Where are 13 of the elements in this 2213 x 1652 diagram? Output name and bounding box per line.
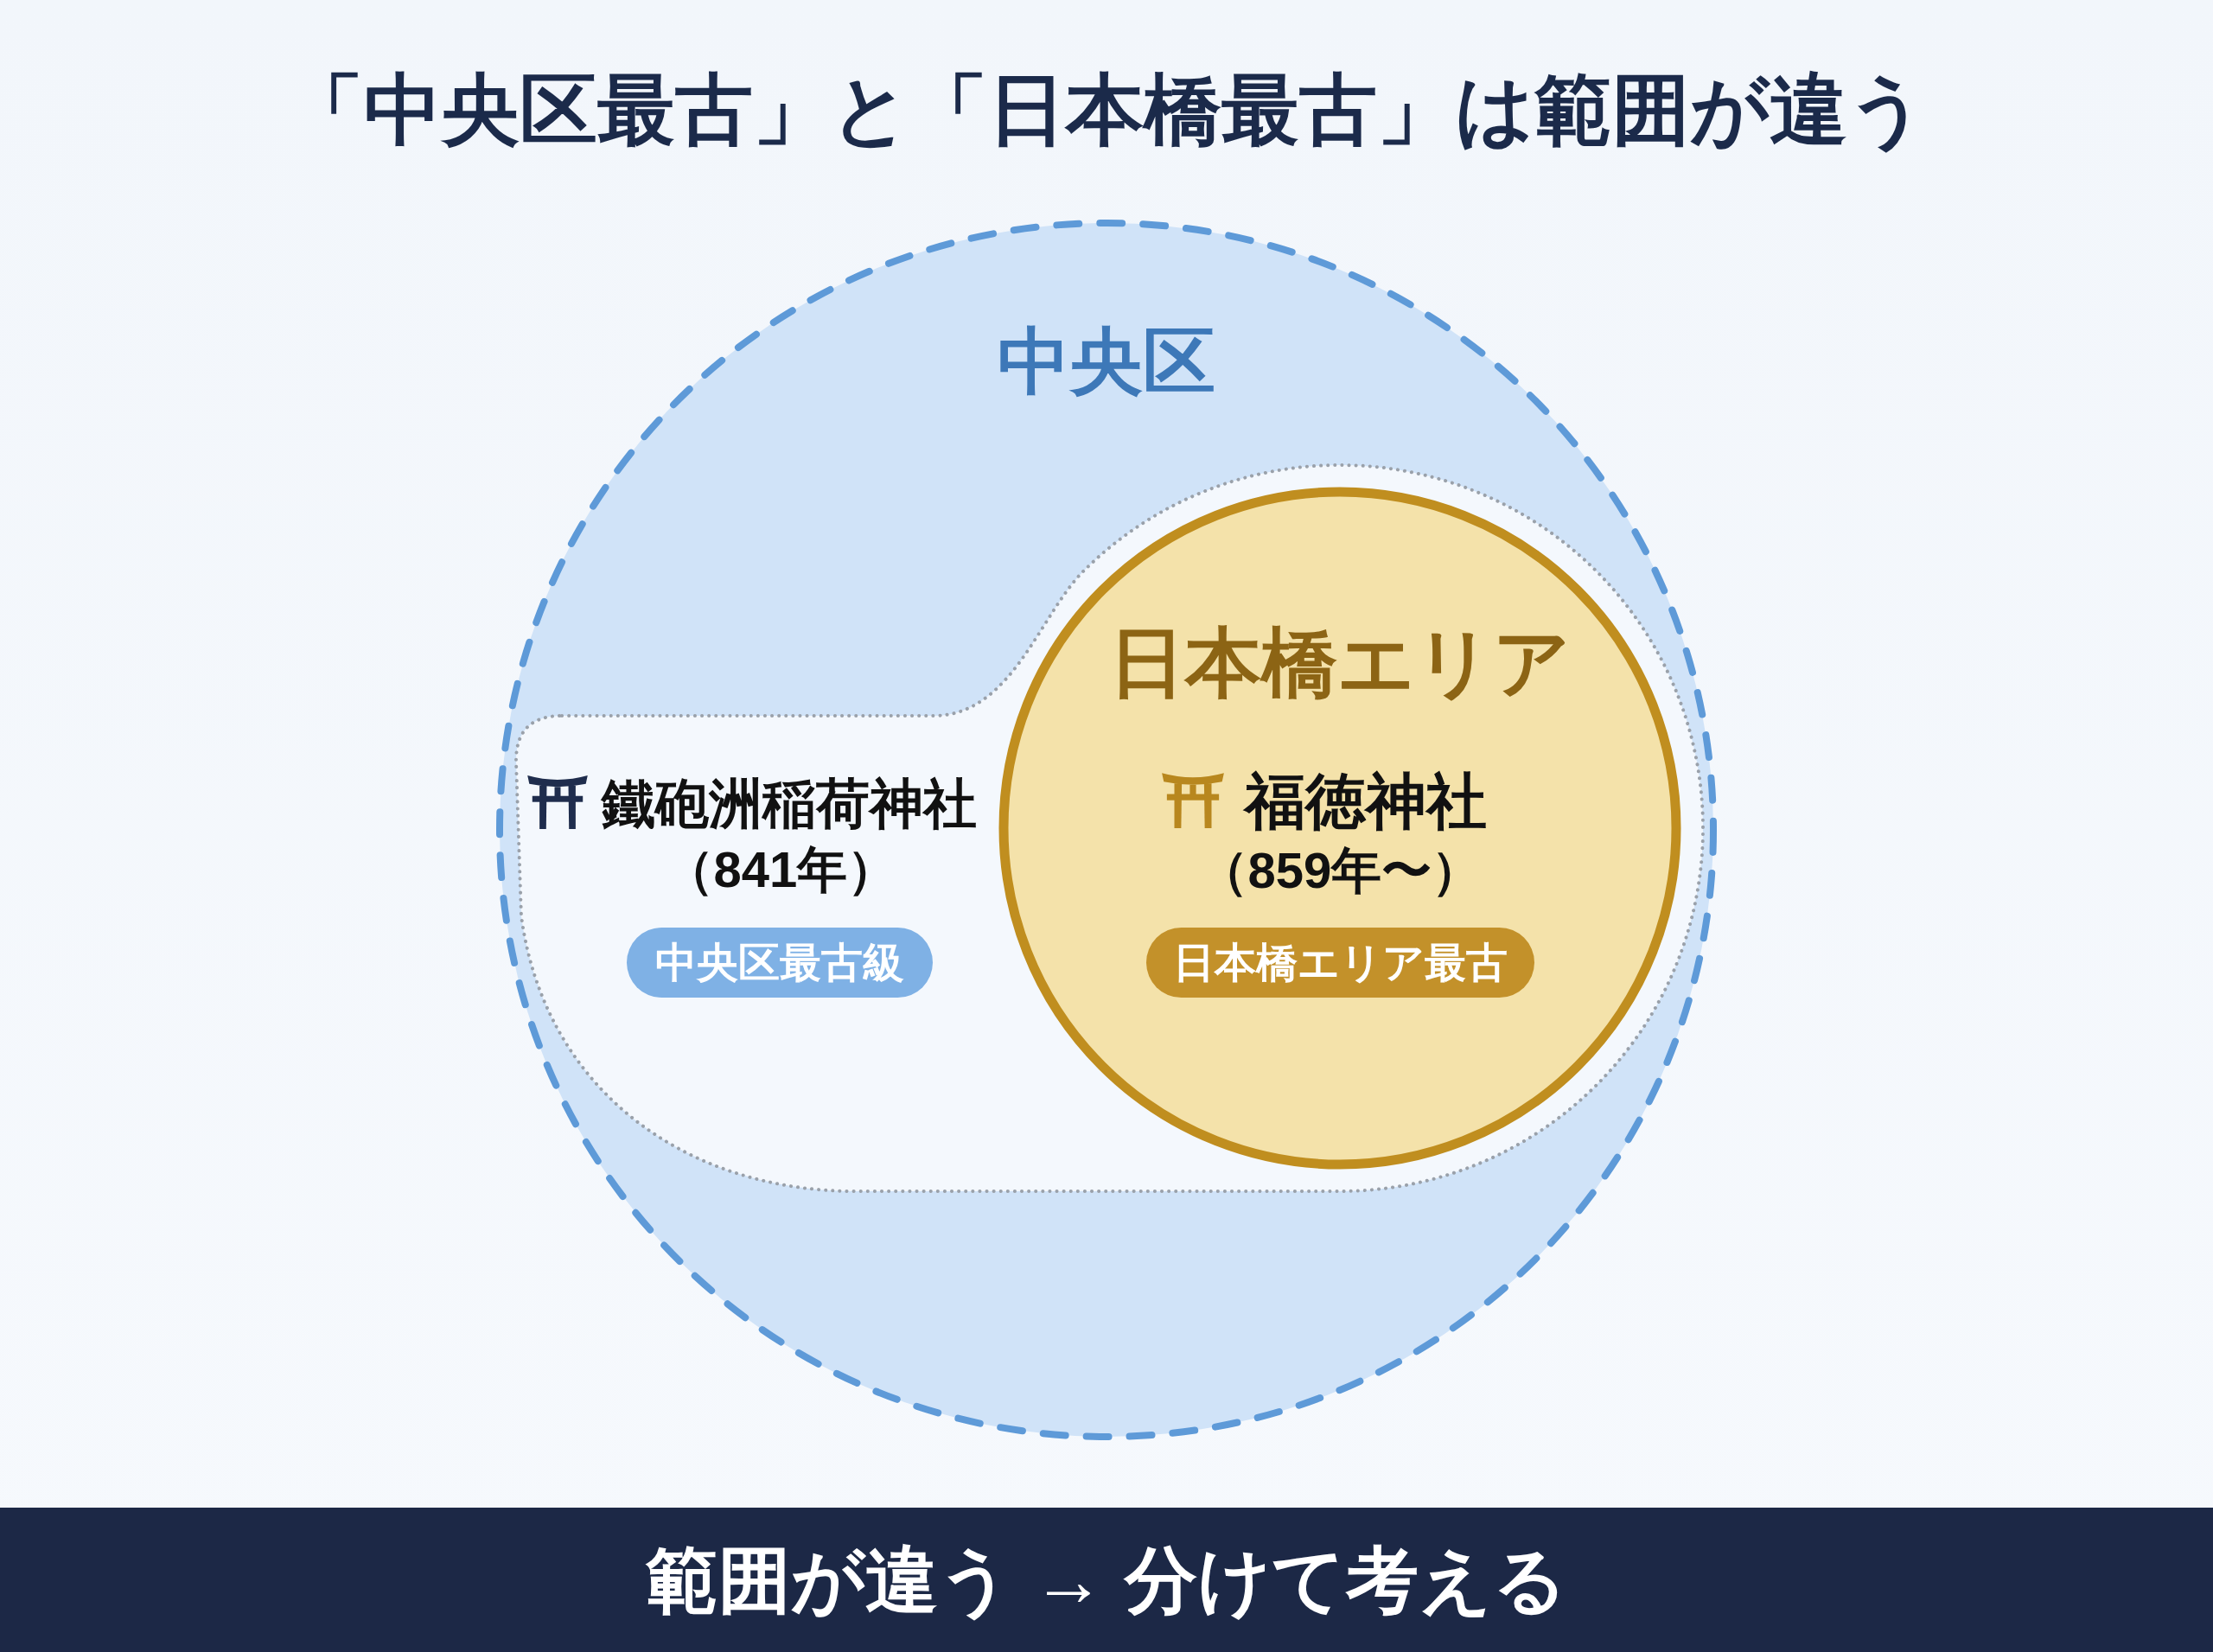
founding-year: （859年〜） xyxy=(1197,841,1483,900)
district-circle xyxy=(495,219,1718,1441)
rank-badge: 中央区最古級 xyxy=(627,928,933,998)
rank-badge: 日本橋エリア最古 xyxy=(1146,928,1534,998)
founding-year: （841年） xyxy=(663,840,898,899)
title: 「中央区最古」と「日本橋最古」は範囲が違う xyxy=(286,66,1927,155)
area-circle xyxy=(998,487,1681,1170)
shrine-name: 鐵砲洲稲荷神社 xyxy=(602,773,977,835)
district-label: 中央区 xyxy=(998,320,1215,404)
shrine-name: 福徳神社 xyxy=(1245,767,1487,836)
area-label: 日本橋エリア xyxy=(1109,620,1571,706)
caption: 範囲が違う → 分けて考える xyxy=(645,1539,1568,1623)
dotted-region xyxy=(515,463,1705,1193)
